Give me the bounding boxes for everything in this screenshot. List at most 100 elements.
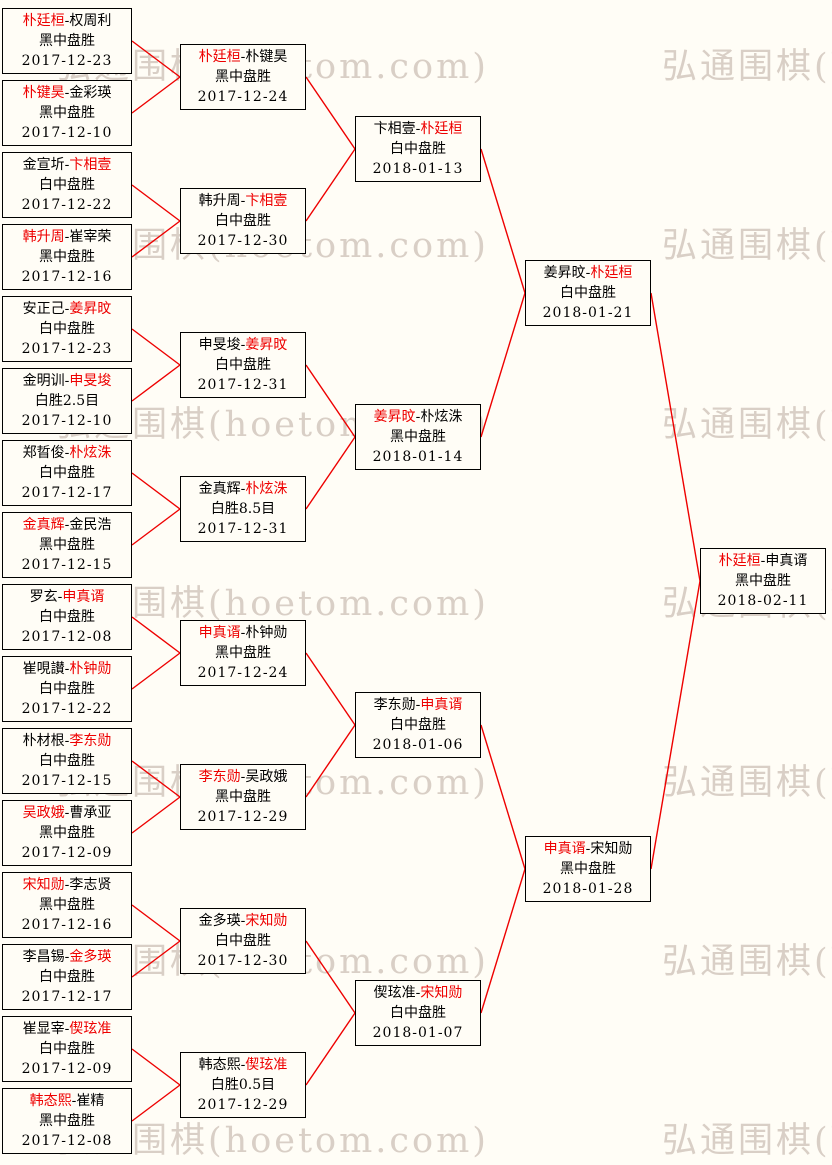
match-players: 罗玄-申真谞 <box>4 587 130 607</box>
vs-dash: - <box>64 301 70 317</box>
match-date: 2017-12-16 <box>21 917 113 933</box>
vs-dash: - <box>64 733 70 749</box>
player-name: 姜昇旼 <box>543 265 586 281</box>
match-players: 崔哯讃-朴钟勋 <box>4 659 130 679</box>
player-name: 偰玹准 <box>373 985 416 1001</box>
player-name: 朴炫洙 <box>420 409 463 425</box>
vs-dash: - <box>64 517 70 533</box>
player-name: 金真辉 <box>198 481 241 497</box>
bracket-connector <box>131 652 181 690</box>
player-name: 宋知勋 <box>22 877 65 893</box>
match-date: 2017-12-29 <box>197 809 289 825</box>
player-name: 宋知勋 <box>245 913 288 929</box>
match-date: 2017-12-30 <box>197 953 289 969</box>
bracket-connector <box>131 796 181 834</box>
watermark-text: 弘通围棋(hoetom.com) <box>662 763 832 803</box>
player-name: 朴廷桓 <box>22 13 65 29</box>
match-date: 2017-12-22 <box>21 197 113 213</box>
player-name: 崔哯讃 <box>22 661 65 677</box>
match-result: 白中盘胜 <box>39 753 95 769</box>
match-result: 黑中盘胜 <box>39 825 95 841</box>
match-result: 白中盘胜 <box>560 285 616 301</box>
player-name: 崔显宰 <box>22 1021 65 1037</box>
vs-dash: - <box>240 481 246 497</box>
match-players: 姜昇旼-朴廷桓 <box>527 263 649 283</box>
player-name: 姜昇旼 <box>69 301 112 317</box>
bracket-connector <box>131 1084 181 1122</box>
player-name: 金明训 <box>22 373 65 389</box>
player-name: 朴钟勋 <box>69 661 112 677</box>
bracket-connector <box>480 724 526 870</box>
player-name: 郑晢俊 <box>22 445 65 461</box>
bracket-connector <box>305 724 356 798</box>
match-result: 黑中盘胜 <box>39 33 95 49</box>
match-date: 2017-12-08 <box>21 629 113 645</box>
match-date: 2017-12-23 <box>21 53 113 69</box>
match-box: 申真谞-宋知勋黑中盘胜 2018-01-28 <box>525 836 651 902</box>
match-result: 黑中盘胜 <box>39 1113 95 1129</box>
match-result: 黑中盘胜 <box>560 861 616 877</box>
match-players: 申真谞-朴钟勋 <box>182 623 304 643</box>
bracket-connector <box>131 364 181 402</box>
match-date: 2018-01-28 <box>542 881 634 897</box>
vs-dash: - <box>415 697 421 713</box>
watermark-text: 弘通围棋(hoetom.com) <box>662 942 832 982</box>
match-result: 白中盘胜 <box>390 141 446 157</box>
bracket-connector <box>131 1048 181 1086</box>
match-date: 2017-12-15 <box>21 557 113 573</box>
match-date: 2017-12-09 <box>21 845 113 861</box>
player-name: 姜昇旼 <box>373 409 416 425</box>
match-date: 2017-12-16 <box>21 269 113 285</box>
match-players: 申真谞-宋知勋 <box>527 839 649 859</box>
player-name: 朴廷桓 <box>590 265 633 281</box>
bracket-connector <box>305 364 356 438</box>
match-result: 白中盘胜 <box>39 969 95 985</box>
match-date: 2017-12-31 <box>197 377 289 393</box>
match-players: 金真辉-朴炫洙 <box>182 479 304 499</box>
match-date: 2017-12-24 <box>197 89 289 105</box>
vs-dash: - <box>64 949 70 965</box>
vs-dash: - <box>64 13 70 29</box>
player-name: 偰玹准 <box>69 1021 112 1037</box>
match-result: 白胜0.5目 <box>210 1077 276 1093</box>
player-name: 申真谞 <box>198 625 241 641</box>
player-name: 吴政娥 <box>22 805 65 821</box>
match-players: 吴政娥-曹承亚 <box>4 803 130 823</box>
player-name: 金宣圻 <box>22 157 65 173</box>
player-name: 金民浩 <box>69 517 112 533</box>
match-box: 吴政娥-曹承亚黑中盘胜 2017-12-09 <box>2 800 132 866</box>
bracket-connector <box>650 292 701 582</box>
match-result: 白中盘胜 <box>39 177 95 193</box>
vs-dash: - <box>71 1093 77 1109</box>
match-result: 白中盘胜 <box>39 1041 95 1057</box>
match-result: 黑中盘胜 <box>215 69 271 85</box>
vs-dash: - <box>64 661 70 677</box>
vs-dash: - <box>415 985 421 1001</box>
player-name: 权周利 <box>69 13 112 29</box>
match-result: 白中盘胜 <box>39 321 95 337</box>
match-date: 2017-12-17 <box>21 485 113 501</box>
vs-dash: - <box>585 265 591 281</box>
match-players: 朴廷桓-权周利 <box>4 11 130 31</box>
player-name: 偰玹准 <box>245 1057 288 1073</box>
player-name: 申真谞 <box>420 697 463 713</box>
player-name: 申真谞 <box>543 841 586 857</box>
match-result: 黑中盘胜 <box>39 897 95 913</box>
player-name: 吴政娥 <box>245 769 288 785</box>
match-result: 黑中盘胜 <box>39 105 95 121</box>
match-date: 2017-12-23 <box>21 341 113 357</box>
